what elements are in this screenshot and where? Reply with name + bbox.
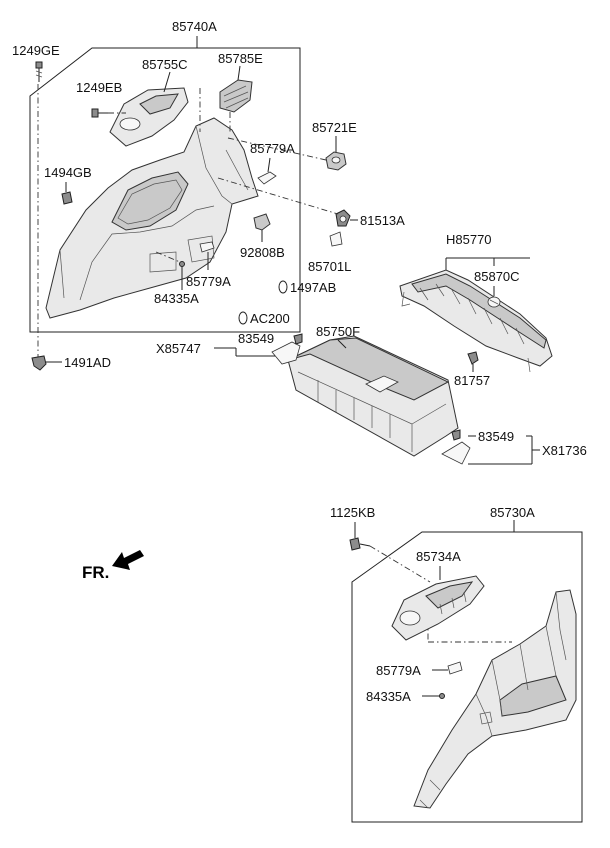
label-85701L: 85701L xyxy=(308,259,351,274)
tailgate-trim-H85770 xyxy=(399,269,553,373)
assembly-box-85730A xyxy=(351,531,583,823)
label-X85747: X85747 xyxy=(156,341,201,356)
label-85730A: 85730A xyxy=(490,505,535,520)
clip-81757 xyxy=(467,351,479,372)
label-84335A-upper: 84335A xyxy=(154,291,199,306)
label-1249GE: 1249GE xyxy=(12,43,60,58)
label-84335A-rear: 84335A xyxy=(366,689,411,704)
assembly-box-85740A xyxy=(29,47,301,333)
grille-85785E xyxy=(219,79,253,113)
leader-85755C xyxy=(163,71,171,93)
label-85870C: 85870C xyxy=(474,269,520,284)
label-1497AB: 1497AB xyxy=(290,280,336,295)
cover-83549-right xyxy=(441,429,471,465)
label-H85770: H85770 xyxy=(446,232,492,247)
leader-85750F xyxy=(337,339,347,349)
label-85779A-upper: 85779A xyxy=(250,141,295,156)
bolt-1249EB xyxy=(91,108,108,118)
label-AC200: AC200 xyxy=(250,311,290,326)
cover-85734A xyxy=(391,575,485,641)
cover-85755C xyxy=(109,87,189,147)
dash-84335A xyxy=(155,251,181,263)
clip-1491AD xyxy=(31,355,47,371)
side-trim-85730A xyxy=(413,589,577,809)
clip-85701L xyxy=(329,231,343,247)
dash-1125KB xyxy=(369,545,431,583)
front-indicator: FR. xyxy=(82,563,109,582)
label-85779A-lower: 85779A xyxy=(186,274,231,289)
label-92808B: 92808B xyxy=(240,245,285,260)
label-85721E: 85721E xyxy=(312,120,357,135)
clip-81513A xyxy=(335,209,351,227)
ring-1497AB xyxy=(278,280,288,294)
front-arrow-icon xyxy=(112,550,144,570)
label-85750F: 85750F xyxy=(316,324,360,339)
label-85755C: 85755C xyxy=(142,57,188,72)
label-81757: 81757 xyxy=(454,373,490,388)
label-85740A: 85740A xyxy=(172,19,217,34)
label-83549-left: 83549 xyxy=(238,331,274,346)
bolt-1125KB xyxy=(349,537,371,551)
clip-84335A-upper xyxy=(179,261,185,267)
label-83549-right: 83549 xyxy=(478,429,514,444)
clip-85870C xyxy=(487,296,501,308)
screw-1249GE xyxy=(35,61,43,82)
grommet-85721E xyxy=(325,151,347,171)
lamp-92808B xyxy=(253,213,271,242)
label-1249EB: 1249EB xyxy=(76,80,122,95)
leader-85785E xyxy=(237,65,241,81)
luggage-box-85750F xyxy=(287,335,459,457)
label-X81736: X81736 xyxy=(542,443,587,458)
leader-85779A-upper xyxy=(267,157,271,173)
clip-85779A-rear xyxy=(447,661,463,675)
dash-81513A xyxy=(217,177,339,215)
clip-84335A-rear xyxy=(439,693,445,699)
clip-85779A-lower xyxy=(199,241,215,253)
ring-AC200 xyxy=(238,311,248,325)
label-1125KB: 1125KB xyxy=(330,505,375,520)
label-85734A: 85734A xyxy=(416,549,461,564)
label-85779A-rear: 85779A xyxy=(376,663,421,678)
label-1491AD: 1491AD xyxy=(64,355,111,370)
label-81513A: 81513A xyxy=(360,213,405,228)
dash-85721E xyxy=(227,137,327,161)
clip-1494GB xyxy=(61,191,73,205)
label-85785E: 85785E xyxy=(218,51,263,66)
cover-83549-left xyxy=(271,333,303,365)
label-1494GB: 1494GB xyxy=(44,165,92,180)
clip-85779A-upper xyxy=(257,171,277,185)
side-trim-85740A xyxy=(45,117,259,319)
